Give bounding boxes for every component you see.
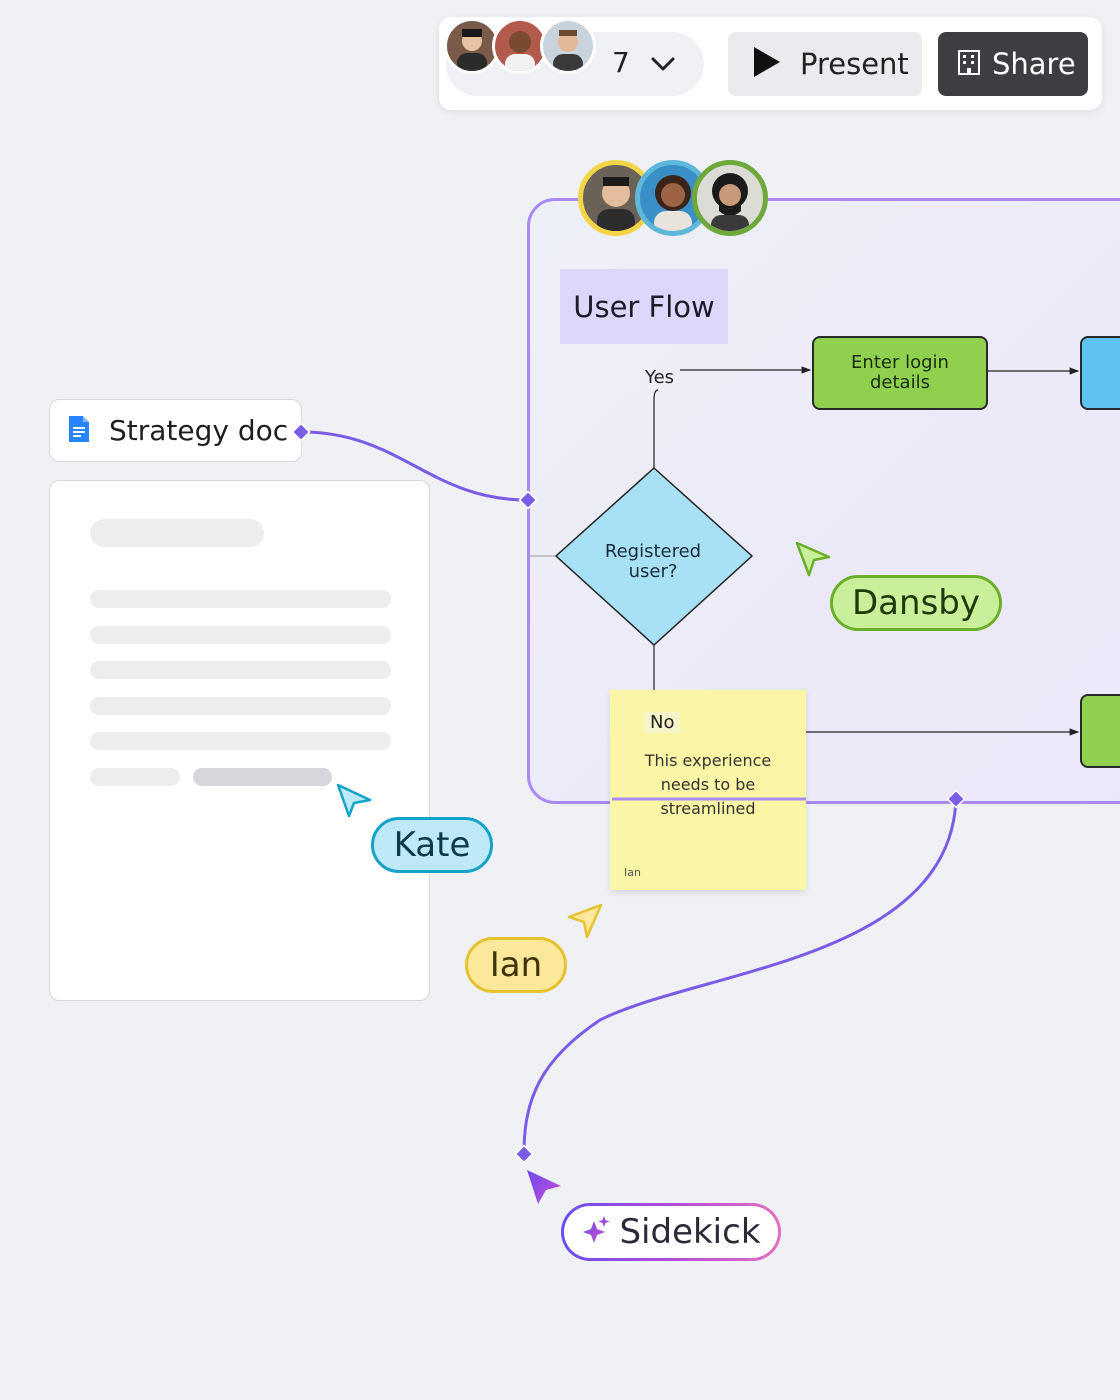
sticky-note-text: This experience needs to be streamlined <box>630 749 786 821</box>
skeleton-line <box>90 768 180 786</box>
decision-label: Registered user? <box>590 542 716 582</box>
sidekick-label: Sidekick <box>619 1212 761 1252</box>
skeleton-heading <box>90 519 264 547</box>
decision-diamond <box>554 466 754 647</box>
sticky-note[interactable] <box>610 690 806 890</box>
play-icon <box>752 45 782 83</box>
connector-handle <box>518 490 538 510</box>
collaborator-count: 7 <box>612 46 630 79</box>
share-label: Share <box>992 47 1076 81</box>
skeleton-line <box>90 626 391 644</box>
connector-handle <box>514 1144 534 1164</box>
flow-node[interactable] <box>1080 336 1120 410</box>
building-icon <box>956 48 982 80</box>
sticky-line: This experience <box>644 751 772 770</box>
kate-cursor-icon <box>336 783 372 818</box>
strategy-doc-chip[interactable]: Strategy doc <box>49 399 302 462</box>
node-label-line: Enter login <box>851 352 949 373</box>
enter-login-node[interactable]: Enter login details <box>812 336 988 410</box>
ian-cursor-tag: Ian <box>465 937 567 993</box>
present-button[interactable]: Present <box>728 32 922 96</box>
present-label: Present <box>800 47 909 81</box>
connector-frame-to-sidekick <box>522 798 958 1154</box>
dansby-cursor-icon <box>795 541 831 577</box>
doc-preview-panel[interactable] <box>49 480 430 1001</box>
connector-doc-to-frame <box>301 430 528 502</box>
connector-handle <box>291 422 311 442</box>
decision-label-line: Registered <box>604 541 702 562</box>
decision-label-line: user? <box>628 561 678 582</box>
dansby-cursor-tag: Dansby <box>830 575 1002 631</box>
chevron-down-icon[interactable] <box>648 50 678 82</box>
yes-label: Yes <box>645 367 675 388</box>
frame-title: User Flow <box>560 269 728 344</box>
skeleton-selection <box>193 768 332 786</box>
sticky-line: streamlined <box>660 799 756 818</box>
flow-node[interactable] <box>1080 694 1120 768</box>
sticky-line: needs to be <box>660 775 756 794</box>
skeleton-line <box>90 661 391 679</box>
sidekick-tag-inner: Sidekick <box>564 1206 778 1258</box>
strategy-doc-title: Strategy doc <box>109 414 289 447</box>
sidekick-cursor-tag[interactable]: Sidekick <box>561 1203 781 1261</box>
google-docs-icon <box>67 414 91 448</box>
node-label-line: details <box>870 372 930 393</box>
skeleton-line <box>90 697 391 715</box>
skeleton-line <box>90 732 391 750</box>
avatar[interactable] <box>540 18 596 74</box>
no-label: No <box>644 712 681 733</box>
kate-cursor-tag: Kate <box>371 817 493 873</box>
sticky-author: Ian <box>624 866 641 879</box>
ian-cursor-icon <box>567 903 603 939</box>
avatar[interactable] <box>444 18 500 74</box>
share-button[interactable]: Share <box>938 32 1088 96</box>
sparkle-icon <box>581 1215 611 1249</box>
sidekick-cursor-icon <box>527 1170 561 1204</box>
avatar[interactable] <box>692 160 768 236</box>
avatar[interactable] <box>492 18 548 74</box>
connector-handle <box>946 789 966 809</box>
skeleton-line <box>90 590 391 608</box>
